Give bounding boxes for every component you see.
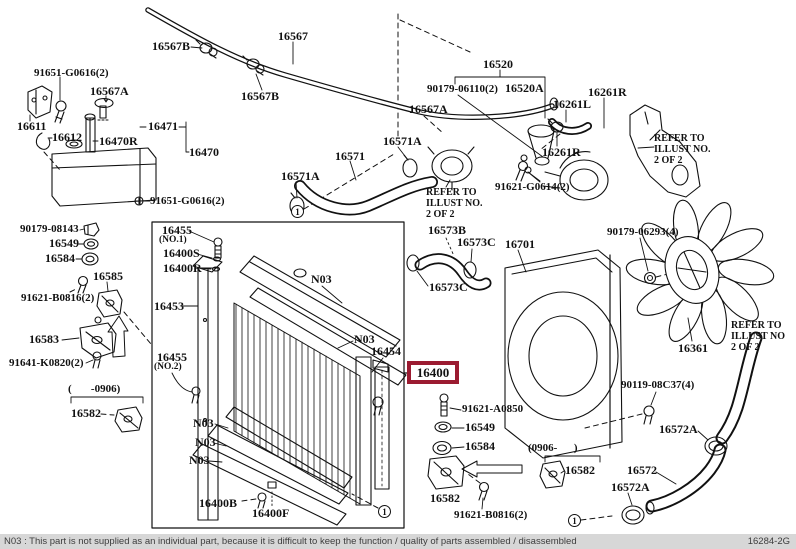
note-n03-5: N03 [189, 453, 210, 467]
hose-16571-drawing [289, 146, 475, 216]
part-16400r: 16400R [163, 261, 202, 275]
part-16549-left: 16549 [49, 236, 79, 250]
part-16573c-2: 16573C [429, 280, 468, 294]
part-16701: 16701 [505, 237, 535, 251]
part-16520a: 16520A [505, 81, 544, 95]
part-16400b: 16400B [199, 496, 238, 510]
figure-code: 16284-2G [747, 536, 790, 547]
mount-group-left-drawing [61, 222, 144, 433]
part-90179-06293: 90179-06293(4) [607, 226, 679, 238]
bracket-16261r-drawing [629, 104, 701, 198]
part-16572: 16572 [627, 463, 657, 477]
part-16549-right: 16549 [465, 420, 495, 434]
highlighted-part-16400[interactable]: 16400 [407, 361, 459, 384]
part-16520: 16520 [483, 57, 513, 71]
part-16455-1: 16455 [162, 223, 192, 237]
part-16400s: 16400S [163, 246, 200, 260]
fan-shroud-16701-drawing [504, 249, 623, 459]
part-16571a-1: 16571A [383, 134, 422, 148]
reservoir-16470-drawing [27, 85, 157, 207]
fan-16361-drawing [625, 199, 775, 376]
part-16261r-1: 16261R [588, 85, 627, 99]
part-16470: 16470 [189, 145, 219, 159]
part-16573c-1: 16573C [457, 235, 496, 249]
part-16455-2: 16455 [157, 350, 187, 364]
part-16572a-2: 16572A [611, 480, 650, 494]
hose-16572-drawing [621, 331, 763, 525]
leader-lines-top-left [29, 41, 294, 202]
note-n03-3: N03 [193, 416, 214, 430]
hose-16567-drawing [145, 7, 559, 120]
note-refer-right-bottom: REFER TO ILLUST NO 2 OF 2 [731, 320, 786, 354]
part-91621-a0850: 91621-A0850 [462, 403, 524, 415]
part-91621-b0816-left: 91621-B0816(2) [21, 292, 95, 304]
part-90179-08143: 90179-08143 [20, 223, 79, 235]
part-91621-g0614: 91621-G0614(2) [495, 181, 570, 193]
note-n03-2: N03 [354, 332, 375, 346]
part-16571: 16571 [335, 149, 365, 163]
part-16612: 16612 [52, 130, 82, 144]
part-16573b: 16573B [428, 223, 467, 237]
radiator-core-drawing [191, 237, 407, 526]
part-16571a-2: 16571A [281, 169, 320, 183]
part-16584-right: 16584 [465, 439, 495, 453]
part-16582-center: 16582 [430, 491, 460, 505]
footer-bar: N03 : This part is not supplied as an in… [0, 534, 796, 549]
part-91651-g0616: 91651-G0616(2) [34, 67, 109, 79]
radiator-assembly-box [151, 221, 408, 529]
hose-16573b-drawing [406, 166, 541, 291]
mount-group-right-drawing [427, 393, 523, 510]
note-n03-1: N03 [311, 272, 332, 286]
part-16585: 16585 [93, 269, 123, 283]
part-16582-left: 16582 [71, 406, 101, 420]
part-16471: 16471 [148, 119, 178, 133]
part-16361: 16361 [678, 341, 708, 355]
note-date-range-right: (0906- ) [528, 442, 578, 454]
part-16567b-2: 16567B [241, 89, 280, 103]
note-no1: (NO.1) [159, 235, 187, 245]
note-n03-4: N03 [195, 435, 216, 449]
part-91641-k0820: 91641-K0820(2) [9, 357, 84, 369]
water-outlet-16520-drawing [454, 69, 609, 201]
circled-marker-1: 1 [378, 505, 391, 518]
part-16583: 16583 [29, 332, 59, 346]
part-16582-right: 16582 [565, 463, 595, 477]
part-16400f: 16400F [252, 506, 290, 520]
part-16584-left: 16584 [45, 251, 75, 265]
part-91651-g0616-2: 91651-G0616(2) [150, 195, 225, 207]
date-group-right-drawing [539, 455, 601, 489]
part-16261r-2: 16261R [542, 145, 581, 159]
part-16611: 16611 [17, 119, 47, 133]
note-refer-center: REFER TO ILLUST NO. 2 OF 2 [426, 187, 483, 221]
part-90179-06110: 90179-06110(2) [427, 83, 498, 95]
part-16572a-1: 16572A [659, 422, 698, 436]
part-91621-b0816-right: 91621-B0816(2) [454, 509, 528, 521]
part-90119-08c37: 90119-08C37(4) [621, 379, 695, 391]
circled-marker-1: 1 [291, 205, 304, 218]
part-16567a-2: 16567A [409, 102, 448, 116]
note-refer-right-top: REFER TO ILLUST NO. 2 OF 2 [654, 133, 711, 167]
circled-marker-1: 1 [568, 514, 581, 527]
part-16261l: 16261L [553, 97, 592, 111]
note-date-range-left: ( -0906) [68, 383, 121, 395]
part-16567b-top: 16567B [152, 39, 191, 53]
part-16454: 16454 [371, 344, 401, 358]
footer-note: N03 : This part is not supplied as an in… [4, 536, 577, 547]
note-no2: (NO.2) [154, 362, 182, 372]
radiator-leaders [171, 230, 384, 463]
part-16453: 16453 [154, 299, 184, 313]
part-16567: 16567 [278, 29, 308, 43]
part-16567a-left: 16567A [90, 84, 129, 98]
part-16470r: 16470R [99, 134, 138, 148]
